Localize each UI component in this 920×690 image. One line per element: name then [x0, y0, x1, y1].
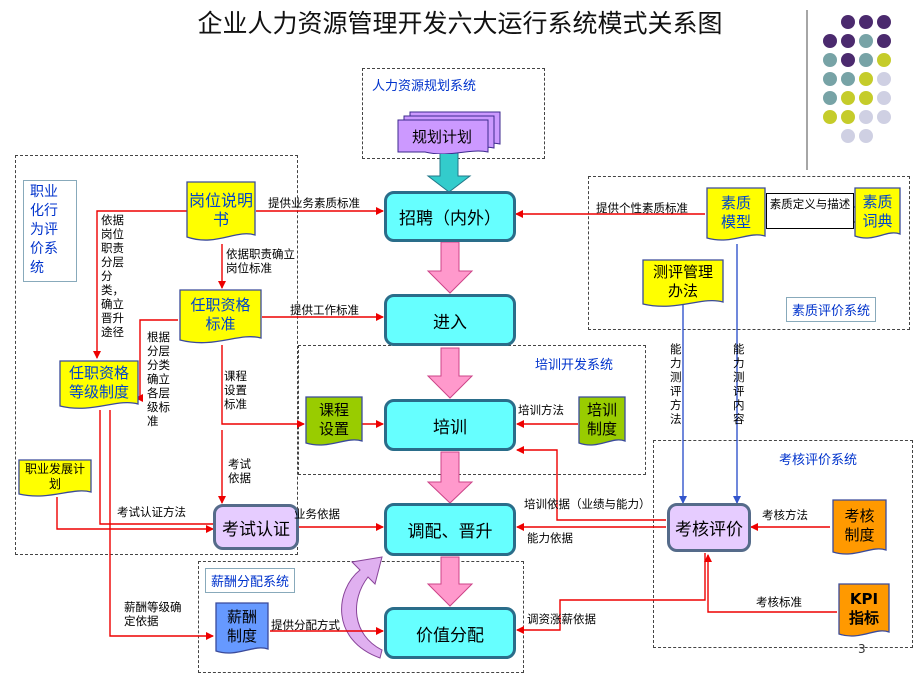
course-label: 课程设置	[318, 401, 349, 438]
flow-arrow-plan-recruit	[426, 151, 472, 193]
review-sys-document: 考核制度	[832, 499, 887, 559]
eval-method-label: 测评管理办法	[653, 263, 714, 300]
label-by-layer: 根据分层分类确立各层级标准	[147, 330, 170, 428]
page-number: 3	[858, 642, 866, 656]
training-system-label: 培训开发系统	[530, 352, 619, 375]
competency-system-box	[588, 176, 910, 330]
job-desc-label: 岗位说明书	[188, 191, 253, 229]
page-title: 企业人力资源管理开发六大运行系统模式关系图	[197, 9, 723, 38]
pay-sys-document: 薪酬制度	[215, 602, 269, 658]
decorative-dot	[859, 53, 873, 67]
decorative-dot	[877, 34, 891, 48]
compensation-system-label: 薪酬分配系统	[205, 568, 296, 593]
decorative-dot-grid	[806, 10, 891, 170]
curved-feedback-arrow	[341, 556, 383, 659]
decorative-dot	[841, 129, 855, 143]
recruit-node: 招聘（内外）	[384, 191, 516, 242]
decorative-dot	[841, 34, 855, 48]
decorative-dot	[859, 34, 873, 48]
decorative-dot	[859, 91, 873, 105]
label-train-method: 培训方法	[518, 403, 564, 417]
kpi-label: KPI指标	[848, 590, 879, 627]
decorative-dot	[823, 72, 837, 86]
train-sys-label: 培训制度	[586, 401, 617, 438]
comp-dict-label: 素质词典	[862, 193, 893, 230]
eval-method-document: 测评管理办法	[642, 259, 724, 311]
career-plan-label: 职业发展计划	[25, 462, 86, 491]
label-biz-basis: 业务依据	[294, 507, 340, 521]
planning-system-label: 人力资源规划系统	[367, 73, 482, 96]
label-review-std: 考核标准	[756, 595, 802, 609]
comp-model-document: 素质模型	[706, 187, 766, 245]
decorative-dot	[859, 15, 873, 29]
label-provide-dist: 提供分配方式	[271, 618, 340, 632]
label-ability-content: 能力测评内容	[733, 342, 745, 426]
qual-std-label: 任职资格标准	[190, 296, 251, 333]
label-pay-grade: 薪酬等级确定依据	[124, 600, 182, 628]
train-node: 培训	[384, 399, 516, 451]
decorative-dot	[841, 72, 855, 86]
label-adjust-basis: 调资涨薪依据	[527, 612, 596, 626]
decorative-dot	[859, 110, 873, 124]
decorative-dot	[877, 110, 891, 124]
decorative-dot	[841, 91, 855, 105]
label-exam-basis: 考试依据	[228, 457, 251, 485]
decorative-dot	[823, 53, 837, 67]
flow-arrow-entry-train	[426, 347, 474, 399]
competency-system-label: 素质评价系统	[786, 297, 877, 322]
exam-node: 考试认证	[213, 504, 299, 550]
qual-grade-document: 任职资格等级制度	[59, 360, 139, 412]
plan-document: 规划计划	[392, 110, 502, 154]
label-ability-method: 能力测评方法	[670, 342, 682, 426]
career-system-box	[15, 155, 298, 555]
job-desc-document: 岗位说明书	[186, 181, 256, 245]
train-sys-document: 培训制度	[578, 396, 626, 450]
decorative-dot	[859, 129, 873, 143]
label-review-method: 考核方法	[762, 508, 808, 522]
plan-label: 规划计划	[411, 127, 472, 146]
decorative-dot	[823, 34, 837, 48]
decorative-dot	[877, 91, 891, 105]
decorative-dot	[877, 53, 891, 67]
decorative-dot	[841, 15, 855, 29]
label-exam-method: 考试认证方法	[117, 505, 186, 519]
label-provide-personal-std: 提供个性素质标准	[596, 201, 688, 215]
value-node: 价值分配	[384, 607, 516, 659]
comp-dict-document: 素质词典	[854, 187, 901, 243]
course-document: 课程设置	[305, 396, 363, 450]
kpi-document: KPI指标	[838, 583, 890, 641]
label-by-duty: 依据职责确立岗位标准	[226, 247, 295, 275]
flow-arrow-recruit-entry	[426, 241, 474, 294]
assessment-system-box	[653, 440, 913, 648]
flow-arrow-allocate-value	[426, 556, 474, 607]
flow-arrow-train-allocate	[426, 451, 474, 504]
entry-node: 进入	[384, 294, 516, 346]
review-sys-label: 考核制度	[844, 507, 875, 544]
decorative-dot	[859, 72, 873, 86]
career-system-label: 职业化行为评价系统	[23, 180, 77, 282]
qual-grade-label: 任职资格等级制度	[68, 364, 129, 401]
decorative-dot	[841, 110, 855, 124]
assessment-system-label: 考核评价系统	[774, 447, 863, 470]
allocate-node: 调配、晋升	[384, 503, 516, 556]
decorative-dot	[877, 15, 891, 29]
pay-sys-label: 薪酬制度	[226, 608, 257, 645]
label-by-job: 依据岗位职责分层分类，确立晋升途径	[101, 213, 124, 339]
qual-std-document: 任职资格标准	[179, 289, 262, 347]
label-provide-comp-std: 提供业务素质标准	[268, 196, 360, 210]
decorative-dot	[841, 53, 855, 67]
review-node: 考核评价	[667, 503, 751, 552]
career-plan-document: 职业发展计划	[18, 459, 92, 499]
label-ability-basis: 能力依据	[527, 531, 573, 545]
decorative-dot	[823, 91, 837, 105]
label-course-std: 课程设置标准	[224, 369, 247, 411]
label-provide-work-std: 提供工作标准	[290, 303, 359, 317]
comp-def-box: 素质定义与描述	[766, 193, 854, 229]
comp-model-label: 素质模型	[720, 194, 751, 231]
label-train-basis: 培训依据（业绩与能力）	[524, 497, 651, 511]
decorative-dot	[823, 110, 837, 124]
decorative-dot	[877, 72, 891, 86]
